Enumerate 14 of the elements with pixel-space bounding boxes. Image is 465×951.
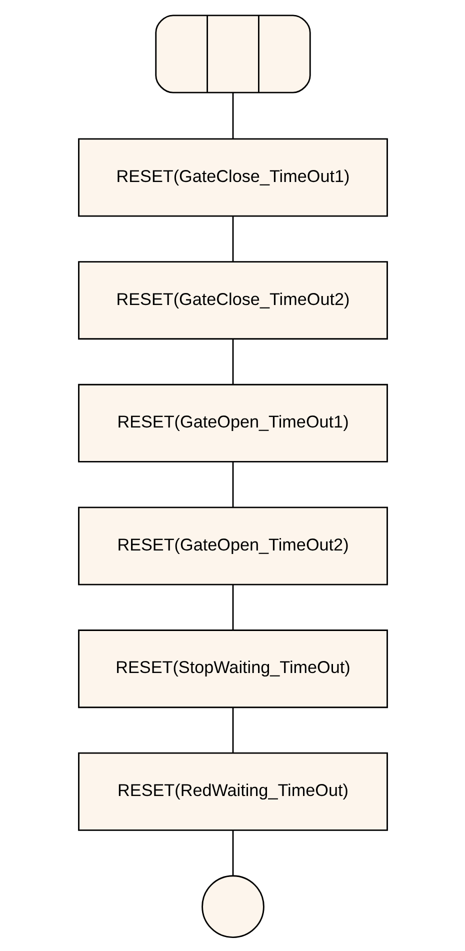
node-box: RESET(GateOpen_TimeOut2) — [78, 506, 388, 585]
node-box: RESET(RedWaiting_TimeOut) — [78, 752, 388, 830]
connector — [232, 216, 234, 262]
node-circle — [201, 874, 264, 938]
connector — [232, 338, 234, 384]
node-box: RESET(GateOpen_TimeOut1) — [78, 383, 388, 462]
connector — [232, 830, 234, 876]
connector — [232, 584, 234, 630]
connector — [232, 707, 234, 752]
node-box: RESET(StopWaiting_TimeOut) — [78, 629, 388, 708]
node-box: RESET(GateClose_TimeOut1) — [78, 138, 388, 216]
connector — [232, 461, 234, 507]
node-box: RESET(GateClose_TimeOut2) — [78, 260, 388, 340]
connector — [232, 92, 234, 138]
